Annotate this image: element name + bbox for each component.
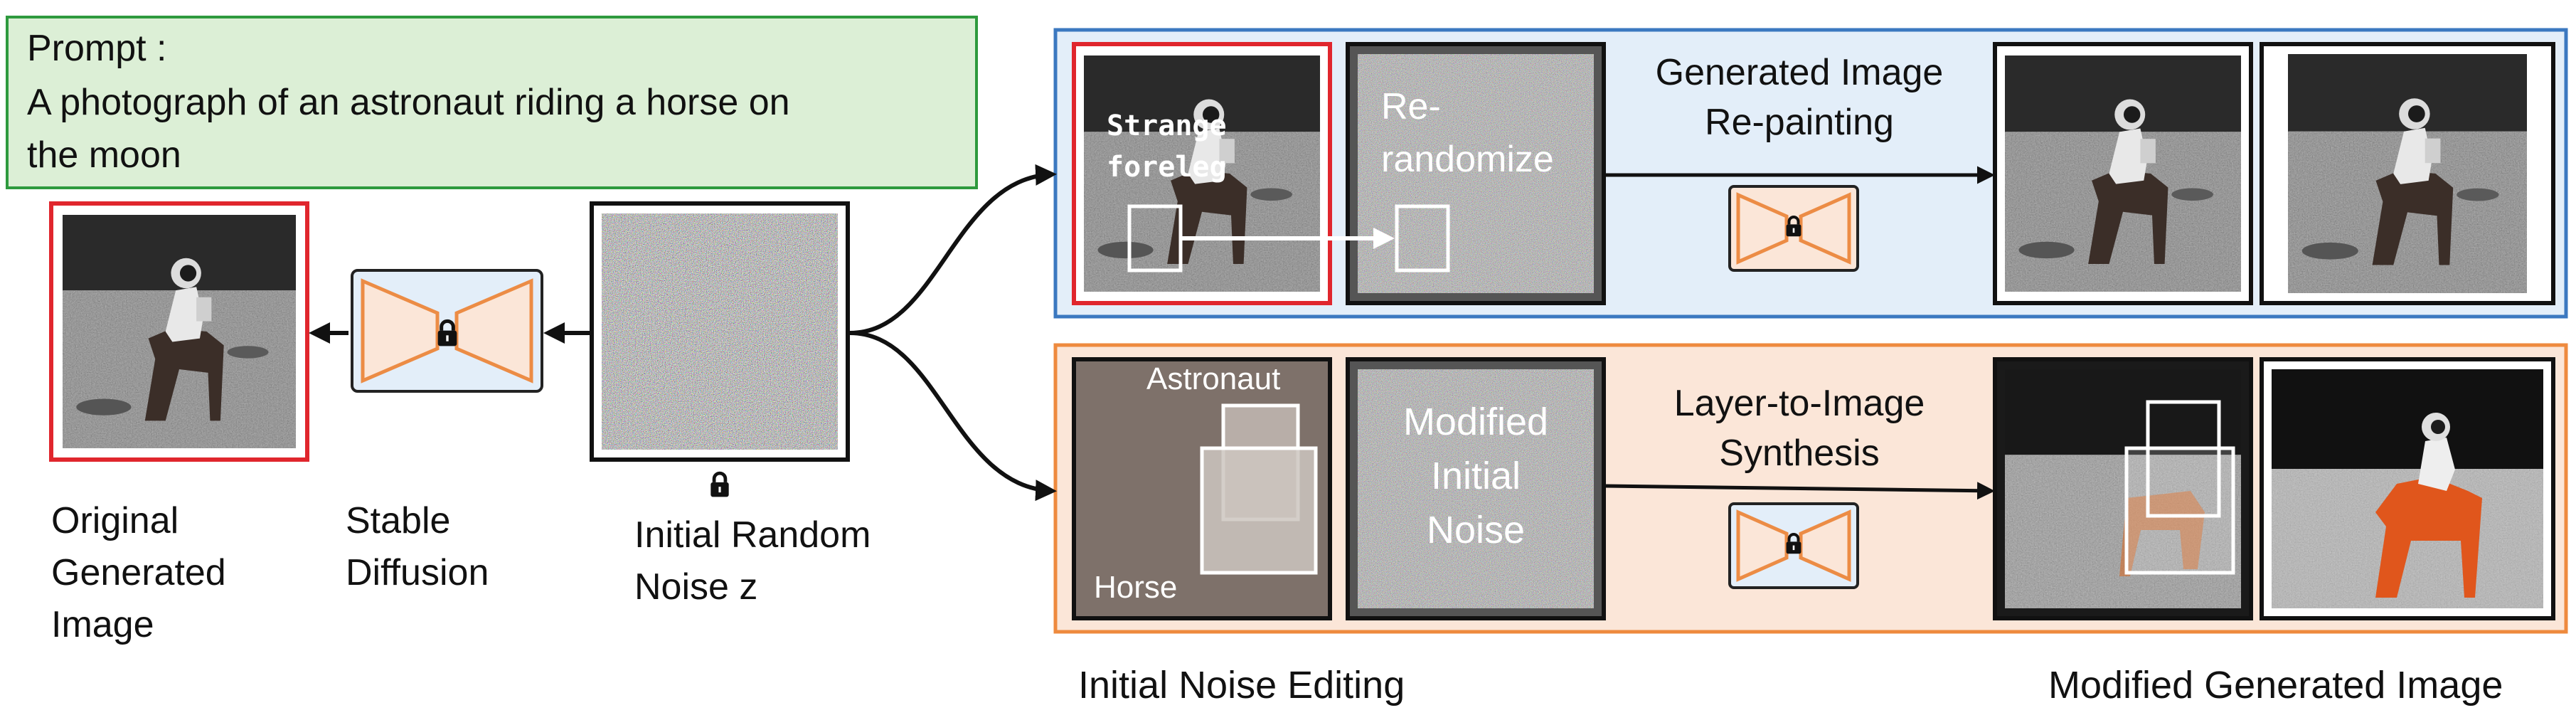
rerandomize-line1: Re- <box>1381 86 1441 127</box>
modified-noise-line3: Noise <box>1426 509 1526 551</box>
prompt-box <box>6 16 978 189</box>
initial-noise-image <box>602 213 838 450</box>
repaint-decoder <box>1728 185 1859 272</box>
modified-noise-line2: Initial <box>1430 455 1521 497</box>
modified-noise-line1: Modified <box>1403 401 1549 443</box>
rerandomized-region-box <box>1395 204 1450 272</box>
repainted-image-2 <box>2288 54 2527 293</box>
original-label-line3: Image <box>51 604 154 645</box>
horse-layer-label: Horse <box>1094 570 1178 605</box>
branch-arrow-top <box>849 164 1057 335</box>
synth-horse-box <box>2124 446 2235 575</box>
footer-initial-noise-editing: Initial Noise Editing <box>1078 664 1405 707</box>
original-label-line1: Original <box>51 500 179 541</box>
noise-label-line2: Noise z <box>634 566 758 608</box>
original-generated-image <box>63 215 296 448</box>
original-label-line2: Generated <box>51 552 226 593</box>
synth-astronaut-box <box>2146 400 2221 518</box>
astronaut-layer-label: Astronaut <box>1146 361 1281 396</box>
strange-foreleg-line1: Strange <box>1107 110 1227 142</box>
sd-label-line1: Stable <box>346 500 451 541</box>
branch-arrow-bottom <box>849 331 1057 502</box>
stable-diffusion-decoder <box>351 269 543 393</box>
prompt-title: Prompt : <box>27 28 167 69</box>
horse-layer-box <box>1200 446 1318 575</box>
sd-label-line2: Diffusion <box>346 552 489 593</box>
synthesis-decoder <box>1728 502 1859 589</box>
synthesis-label-line1: Layer-to-Image <box>1673 383 1925 424</box>
rerandomize-line2: randomize <box>1381 139 1554 180</box>
synthesis-arrow <box>1605 482 1995 500</box>
foreleg-box <box>1127 204 1183 272</box>
repainted-image-1 <box>2005 55 2241 292</box>
noise-label-line1: Initial Random <box>634 514 871 556</box>
synthesis-label-line2: Synthesis <box>1719 433 1880 474</box>
prompt-text-line2: the moon <box>27 134 181 176</box>
repaint-label-line1: Generated Image <box>1655 52 1944 93</box>
noise-lock-icon <box>710 473 728 497</box>
footer-modified-generated-image: Modified Generated Image <box>2048 664 2503 707</box>
repaint-label-line2: Re-painting <box>1705 102 1894 143</box>
strange-foreleg-line2: foreleg <box>1107 151 1227 184</box>
modified-noise-image <box>1358 369 1594 608</box>
prompt-text-line1: A photograph of an astronaut riding a ho… <box>27 82 790 123</box>
